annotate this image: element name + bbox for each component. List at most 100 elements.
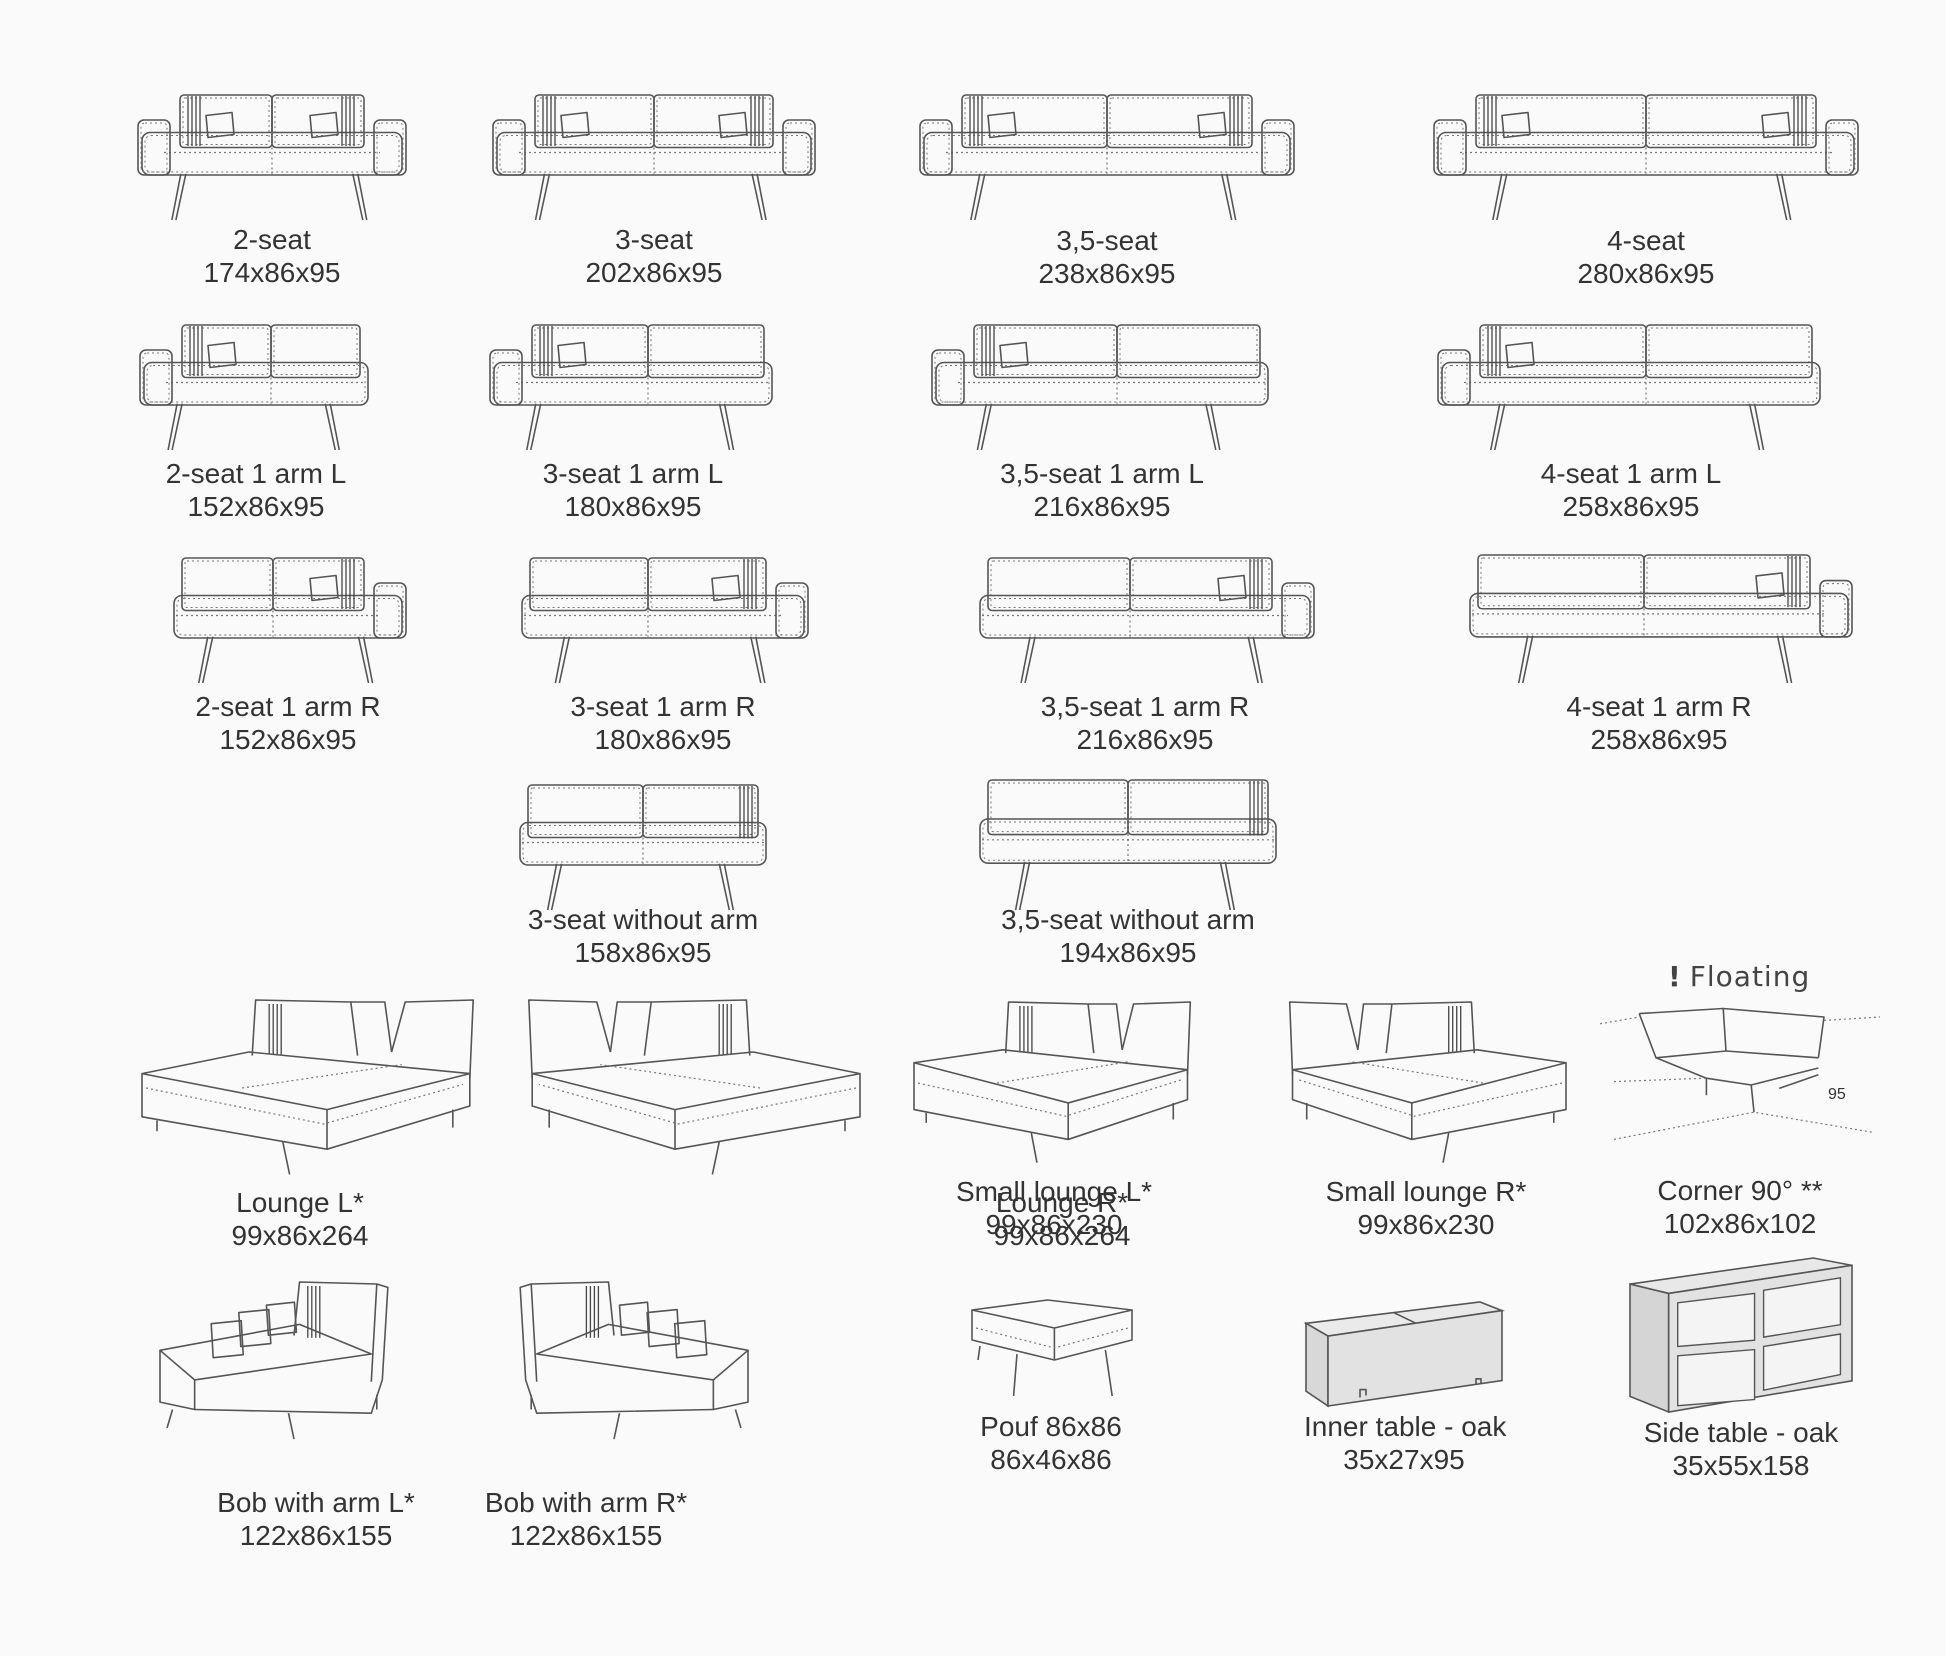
- corner-drawing: [1599, 1007, 1881, 1140]
- corner-depth-label: 95: [1828, 1086, 1846, 1103]
- seat-seam: [1349, 1060, 1483, 1084]
- leg: [976, 403, 988, 451]
- cushion-pillow: [207, 341, 237, 369]
- floating-note: !Floating: [1668, 960, 1810, 993]
- back-right: [1723, 1007, 1825, 1058]
- sofa-drawing: [519, 784, 767, 911]
- product-dimensions: 216x86x95: [1033, 491, 1171, 522]
- extension: [1613, 1111, 1875, 1140]
- cushion-pillow: [238, 1308, 272, 1348]
- product-caption: Lounge L*99x86x264: [130, 1186, 470, 1252]
- seat-top: [159, 1323, 373, 1381]
- back-cushion: [1643, 554, 1811, 610]
- product-lounge-l: Lounge L*99x86x264: [140, 998, 480, 1256]
- leg: [282, 1141, 291, 1175]
- back-cushion: [527, 784, 644, 839]
- back-left: [1639, 1007, 1727, 1052]
- back-cushion: [272, 557, 365, 612]
- back-cushion: [181, 557, 274, 612]
- back-side: [376, 1283, 389, 1380]
- cushion-pillow: [309, 111, 339, 139]
- back-cushion: [531, 324, 649, 379]
- 4-seat-arm-r-drawing: [1469, 554, 1853, 684]
- seat-top: [141, 1051, 471, 1111]
- seat-back-edge: [1638, 1013, 1819, 1059]
- edge-seam: [538, 1083, 857, 1125]
- cushion-pillow: [1197, 111, 1227, 139]
- back-cushion: [653, 94, 774, 149]
- product-dimensions: 152x86x95: [219, 724, 357, 755]
- corner-back: [1121, 1001, 1192, 1075]
- leg: [977, 1345, 981, 1361]
- 4-seat-drawing: [1433, 94, 1859, 221]
- leg: [751, 173, 763, 221]
- cushion-pillow: [205, 111, 235, 139]
- leg: [734, 1409, 742, 1429]
- left-arm: [919, 119, 953, 176]
- back-cushion: [179, 94, 273, 149]
- product-dimensions: 122x86x155: [239, 1520, 393, 1551]
- left-arm: [1433, 119, 1467, 176]
- leg: [980, 403, 993, 451]
- inner-table-drawing: [1303, 1301, 1506, 1408]
- product-dimensions: 35x55x158: [1672, 1450, 1810, 1481]
- extension: [1613, 1077, 1707, 1083]
- product-name: Inner table - oak: [1304, 1411, 1507, 1442]
- back-cushion: [1477, 554, 1645, 610]
- right-arm: [373, 582, 407, 639]
- product-name: 2-seat 1 arm L: [165, 458, 347, 489]
- leg: [546, 863, 558, 911]
- sofa-drawing: [979, 557, 1315, 684]
- handle-notch: [1359, 1388, 1367, 1398]
- back-cushion: [271, 94, 365, 149]
- leg: [723, 403, 735, 451]
- leg: [1493, 403, 1506, 451]
- 4-seat-arm-l-drawing: [1437, 324, 1821, 451]
- product-name: 3,5-seat without arm: [1001, 904, 1255, 935]
- leg: [1252, 636, 1263, 684]
- leg: [1024, 636, 1036, 684]
- leg: [1776, 635, 1789, 684]
- back-cushion: [181, 324, 272, 379]
- back-cushion: [529, 557, 649, 612]
- edge-seam: [1298, 1079, 1563, 1117]
- back-cushion: [647, 557, 767, 612]
- leg: [1220, 173, 1233, 221]
- leg: [1496, 173, 1508, 221]
- back-cushion: [961, 94, 1108, 149]
- leg: [197, 636, 209, 684]
- back-cushion: [1645, 324, 1813, 379]
- product-dimensions: 180x86x95: [564, 491, 702, 522]
- right-arm: [1825, 119, 1859, 176]
- seat-base: [143, 361, 369, 406]
- cushion-pillow: [1217, 574, 1247, 602]
- right-arm: [775, 582, 809, 639]
- seat-base: [979, 594, 1311, 639]
- back-cushion: [1645, 94, 1817, 149]
- leg: [329, 403, 341, 451]
- leg: [1224, 861, 1236, 911]
- side-face: [531, 1073, 676, 1150]
- leg: [1219, 861, 1232, 911]
- cushion-pillow: [1505, 341, 1535, 369]
- leg: [1020, 636, 1031, 684]
- 3-seat-drawing: [492, 94, 816, 221]
- left-arm: [492, 119, 526, 176]
- product-dimensions: 174x86x95: [203, 257, 341, 288]
- pouf-sides: [971, 1310, 1133, 1361]
- bob-arm-l-drawing: [159, 1281, 389, 1440]
- product-bob-arm-r: Bob with arm R*122x86x155: [476, 1280, 752, 1556]
- product-name: Bob with arm R*: [484, 1487, 688, 1518]
- top-seam: [1393, 1311, 1417, 1325]
- 3-seat-arm-r-drawing: [521, 557, 809, 684]
- product-name: Bob with arm L*: [217, 1487, 415, 1518]
- leg: [1781, 635, 1793, 684]
